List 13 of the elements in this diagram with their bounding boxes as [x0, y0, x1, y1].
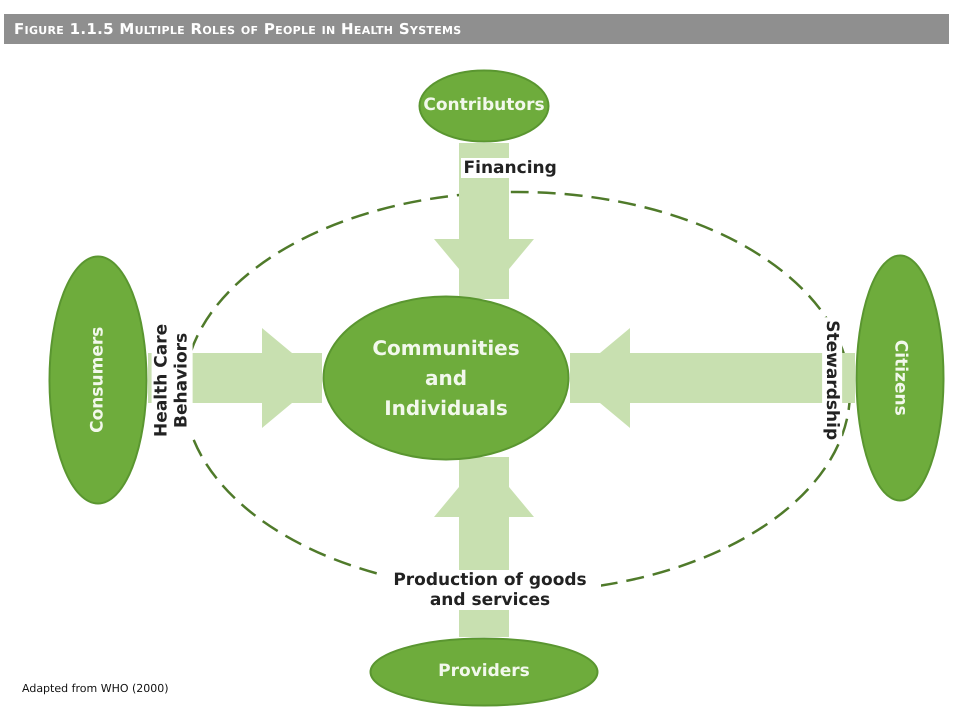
role-ellipse [48, 255, 148, 505]
node-label: Consumers [86, 326, 108, 434]
block-arrow [434, 457, 534, 637]
node-label: Providers [438, 660, 530, 684]
role-ellipse [418, 69, 550, 143]
node-label: Citizens [890, 340, 912, 416]
node-label: Contributors [423, 94, 545, 118]
node-label: Communities and Individuals [371, 335, 521, 422]
title-bar: Figure 1.1.5 Multiple Roles of People in Health Systems [4, 14, 949, 44]
role-ellipse [855, 254, 945, 502]
role-ellipse [322, 295, 570, 461]
role-ellipse [369, 637, 599, 707]
source-note: Adapted from WHO (2000) [22, 682, 169, 695]
